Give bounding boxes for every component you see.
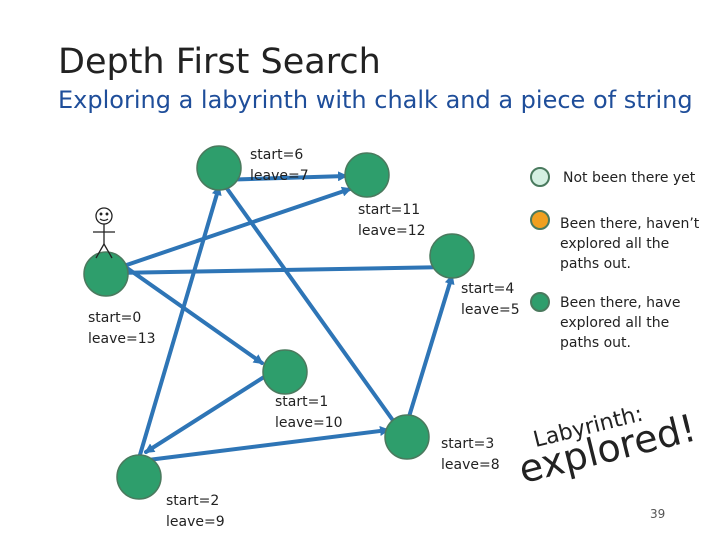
legend-line: Been there, haven’t [560, 216, 700, 232]
edge-3-6 [216, 174, 409, 442]
node-11-start: start=11 [358, 202, 421, 218]
legend-text-in-progress: Been there, haven’t explored all the pat… [560, 214, 699, 274]
slide-title: Depth First Search [58, 42, 381, 82]
node-0-start: start=0 [88, 310, 142, 326]
page-number: 39 [650, 507, 666, 521]
node-6-label: start=6 leave=7 [250, 145, 309, 187]
edge-4-0 [111, 265, 452, 275]
node-1-start: start=1 [275, 394, 329, 410]
node-6-leave: leave=7 [250, 168, 309, 184]
edge-0-1 [125, 266, 264, 365]
legend-line: paths out. [560, 335, 631, 351]
node-3-label: start=3 leave=8 [441, 434, 500, 476]
legend-text-unvisited: Not been there yet [563, 168, 695, 188]
node-2-label: start=2 leave=9 [166, 491, 225, 533]
legend-dot-in-progress [530, 210, 550, 230]
edge-6-7 [217, 171, 348, 182]
stick-figure-icon [93, 207, 115, 259]
legend-line: Been there, have [560, 295, 681, 311]
node-3-leave: leave=8 [441, 457, 500, 473]
legend-dot-unvisited [530, 167, 550, 187]
node-6-start: start=6 [250, 147, 304, 163]
node-6 [196, 145, 242, 191]
edge-3-4 [406, 274, 455, 422]
node-4-label: start=4 leave=5 [461, 279, 520, 321]
node-11-leave: leave=12 [358, 223, 426, 239]
node-1-label: start=1 leave=10 [275, 392, 343, 434]
node-2-start: start=2 [166, 493, 220, 509]
node-3 [384, 414, 430, 460]
node-1 [262, 349, 308, 395]
node-0-leave: leave=13 [88, 331, 156, 347]
edge-2-3 [146, 426, 390, 462]
node-2-leave: leave=9 [166, 514, 225, 530]
node-4-leave: leave=5 [461, 302, 520, 318]
node-11-label: start=11 leave=12 [358, 200, 426, 242]
node-11 [429, 233, 475, 279]
legend-line: explored all the [560, 236, 670, 252]
node-0 [83, 251, 129, 297]
edge-1-2 [144, 368, 277, 454]
legend-line: Not been there yet [563, 170, 696, 186]
node-1-leave: leave=10 [275, 415, 343, 431]
legend-text-done: Been there, have explored all the paths … [560, 293, 680, 353]
slide-subtitle: Exploring a labyrinth with chalk and a p… [58, 86, 693, 114]
legend-line: paths out. [560, 256, 631, 272]
node-7 [344, 152, 390, 198]
edge-0-11 [104, 186, 352, 274]
legend-dot-done [530, 292, 550, 312]
node-0-label: start=0 leave=13 [88, 308, 156, 350]
node-4-start: start=4 [461, 281, 515, 297]
node-3-start: start=3 [441, 436, 495, 452]
edge-2-6 [135, 185, 222, 467]
legend-line: explored all the [560, 315, 670, 331]
node-2 [116, 454, 162, 500]
